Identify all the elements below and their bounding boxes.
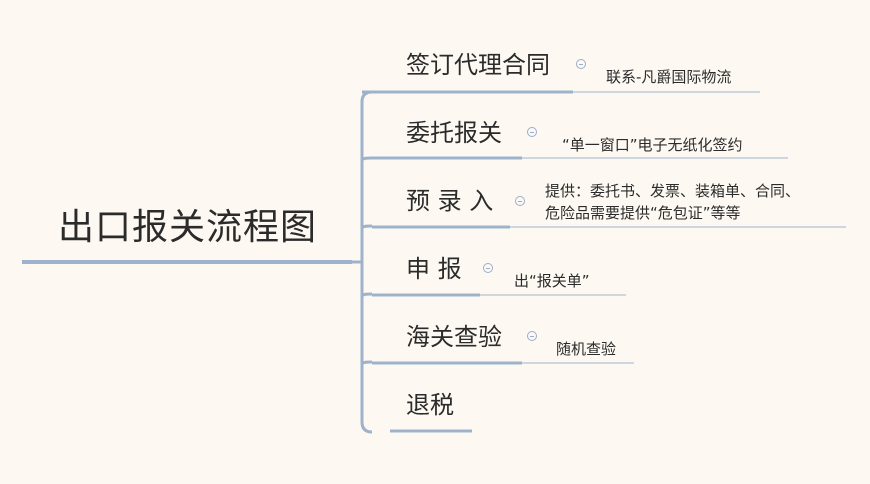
branch-pre-entry[interactable]: 预 录 入 bbox=[406, 187, 494, 215]
collapse-icon[interactable] bbox=[527, 331, 537, 341]
branch-declare[interactable]: 申 报 bbox=[406, 255, 462, 283]
branch-sign-contract[interactable]: 签订代理合同 bbox=[406, 51, 550, 79]
branch-note: “单一窗口”电子无纸化签约 bbox=[562, 136, 743, 154]
branch-note: 联系-凡爵国际物流 bbox=[606, 68, 732, 86]
branch-customs-inspection[interactable]: 海关查验 bbox=[406, 323, 502, 351]
branch-note: 随机查验 bbox=[556, 340, 617, 358]
branch-stub-2 bbox=[360, 156, 373, 161]
branch-entrust-declaration[interactable]: 委托报关 bbox=[406, 119, 502, 147]
branch-note: 危险品需要提供“危包证”等等 bbox=[545, 204, 741, 222]
branch-note: 提供：委托书、发票、装箱单、合同、 bbox=[545, 182, 801, 200]
collapse-icon[interactable] bbox=[527, 127, 537, 137]
branch-tax-refund[interactable]: 退税 bbox=[406, 391, 454, 419]
collapse-icon[interactable] bbox=[483, 263, 493, 273]
collapse-icon[interactable] bbox=[515, 196, 525, 206]
branch-stub-3 bbox=[360, 224, 373, 229]
trunk-connector bbox=[352, 90, 373, 434]
collapse-icon[interactable] bbox=[576, 59, 586, 69]
branch-stub-4 bbox=[360, 292, 373, 297]
root-topic[interactable]: 出口报关流程图 bbox=[58, 207, 318, 248]
branch-stub-5 bbox=[360, 360, 373, 365]
branch-note: 出“报关单” bbox=[514, 272, 590, 290]
